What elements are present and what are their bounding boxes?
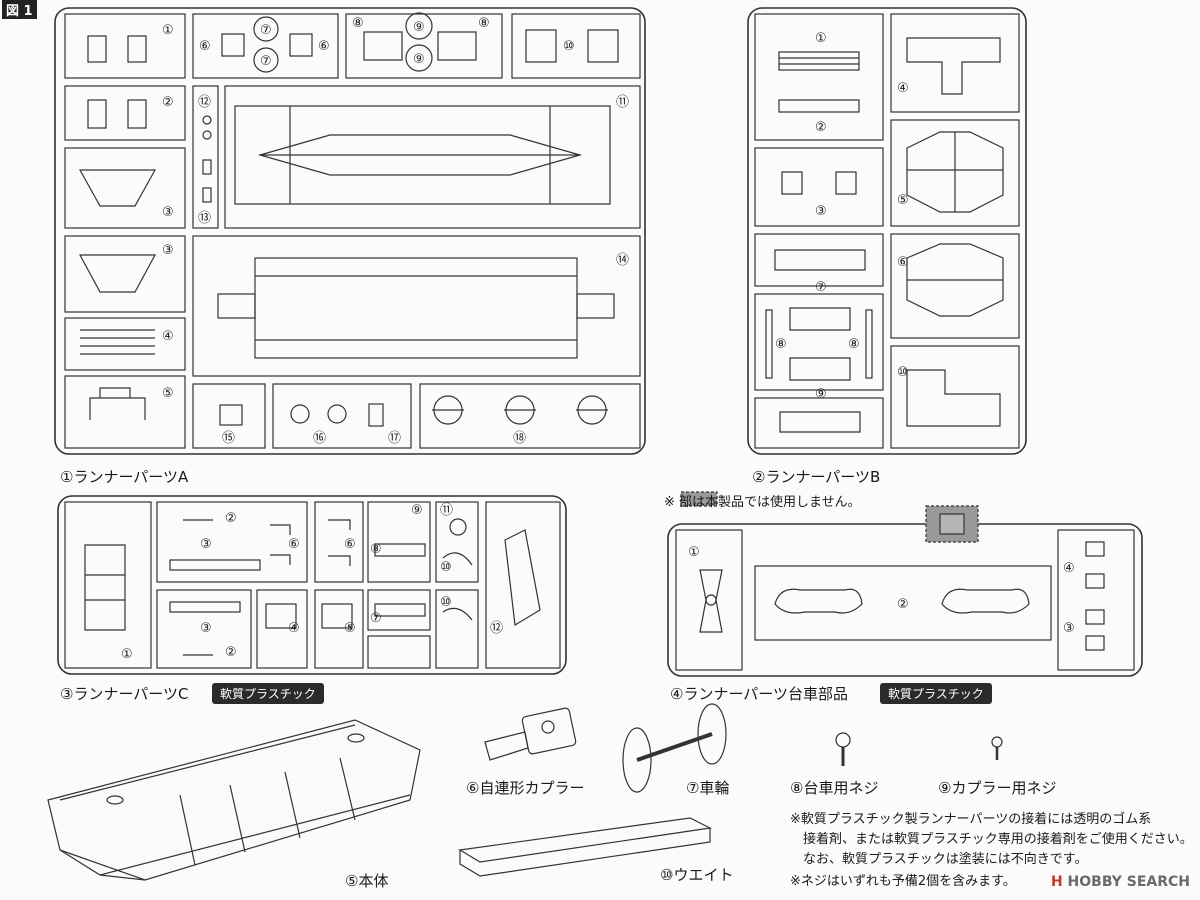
watermark: H HOBBY SEARCH: [1051, 874, 1190, 890]
num-c10-t: ⑩: [440, 560, 452, 575]
runner-a: [54, 7, 646, 455]
body-label: ⑤本体: [345, 872, 389, 890]
num-c3-t: ③: [200, 537, 212, 552]
num-c2-b: ②: [225, 645, 237, 660]
body-part: [47, 719, 421, 881]
num-d4: ④: [1063, 561, 1075, 576]
part-numbers: ① ⑥ ⑥ ⑦ ⑦ ⑧ ⑧ ⑨ ⑨ ⑩ ② ③ ③ ④ ⑤ ⑫ ⑬ ⑪ ⑭ ⑮ …: [121, 16, 1075, 662]
num-c6-l: ⑥: [288, 537, 300, 552]
num-c12: ⑫: [490, 621, 503, 636]
num-b9: ⑨: [815, 387, 827, 402]
num-a8-r: ⑧: [478, 16, 490, 31]
coupler-screw-label: ⑨カプラー用ネジ: [938, 779, 1057, 797]
num-c5: ⑤: [344, 621, 356, 636]
bogie-screw-part: [835, 732, 851, 766]
soft-plastic-badge-bogie: 軟質プラスチック: [880, 683, 992, 704]
unused-note: ※ 部は本製品では使用しません。: [664, 495, 861, 510]
num-a13: ⑬: [198, 211, 211, 226]
num-d1: ①: [688, 545, 700, 560]
coupler-screw-part: [991, 736, 1003, 760]
num-a17: ⑰: [388, 431, 401, 446]
wheel-part: [622, 703, 727, 793]
num-a16: ⑯: [313, 431, 326, 446]
num-b8-r: ⑧: [848, 337, 860, 352]
num-a14: ⑭: [616, 253, 629, 268]
num-a2: ②: [162, 95, 174, 110]
num-c2-t: ②: [225, 511, 237, 526]
num-b6: ⑥: [897, 255, 909, 270]
num-b4: ④: [897, 81, 909, 96]
num-b3: ③: [815, 204, 827, 219]
num-a7-b: ⑦: [260, 54, 272, 69]
num-b10: ⑩: [897, 365, 909, 380]
soft-plastic-badge-c: 軟質プラスチック: [212, 683, 324, 704]
num-c9: ⑨: [411, 503, 423, 518]
num-b8-l: ⑧: [775, 337, 787, 352]
num-b2: ②: [815, 120, 827, 135]
num-a15: ⑮: [222, 431, 235, 446]
screw-note: ※ネジはいずれも予備2個を含みます。: [790, 874, 1016, 889]
watermark-text: HOBBY SEARCH: [1067, 874, 1190, 890]
num-a6-r: ⑥: [318, 39, 330, 54]
num-a8-l: ⑧: [352, 16, 364, 31]
adhesive-note-2: 接着剤、または軟質プラスチック専用の接着剤をご使用ください。: [790, 832, 1193, 847]
num-a9-t: ⑨: [413, 20, 425, 35]
unused-swatch: [680, 491, 718, 507]
num-c6-r: ⑥: [344, 537, 356, 552]
num-a3-2: ③: [162, 243, 174, 258]
num-c8: ⑧: [370, 542, 382, 557]
num-a5: ⑤: [162, 386, 174, 401]
wheel-label: ⑦車輪: [686, 779, 730, 797]
adhesive-note-1: ※軟質プラスチック製ランナーパーツの接着には透明のゴム系: [790, 812, 1152, 827]
weight-part: [458, 817, 712, 877]
runner-bogie-label: ④ランナーパーツ台車部品: [670, 685, 848, 703]
runner-c-label: ③ランナーパーツC: [60, 685, 189, 703]
num-a1: ①: [162, 23, 174, 38]
num-c1: ①: [121, 647, 133, 662]
num-a12: ⑫: [198, 95, 211, 110]
num-a6-l: ⑥: [199, 39, 211, 54]
runner-b-label: ②ランナーパーツB: [752, 468, 881, 486]
watermark-logo: H: [1050, 874, 1063, 890]
num-c11: ⑪: [440, 503, 453, 518]
runner-a-label: ①ランナーパーツA: [60, 468, 189, 486]
num-c7: ⑦: [370, 611, 382, 626]
num-d3: ③: [1063, 621, 1075, 636]
runner-bogie: [667, 505, 1143, 677]
num-d2: ②: [897, 597, 909, 612]
num-b5: ⑤: [897, 193, 909, 208]
num-a3-1: ③: [162, 205, 174, 220]
adhesive-note-3: なお、軟質プラスチックは塗装には不向きです。: [790, 852, 1088, 867]
runner-c: [57, 495, 567, 675]
coupler-label: ⑥自連形カプラー: [466, 779, 585, 797]
num-b7: ⑦: [815, 280, 827, 295]
num-c4: ④: [288, 621, 300, 636]
num-a11: ⑪: [616, 95, 629, 110]
num-c10-b: ⑩: [440, 595, 452, 610]
num-a7-t: ⑦: [260, 23, 272, 38]
runner-b: [747, 7, 1027, 455]
num-a18: ⑱: [513, 431, 526, 446]
coupler-part: [484, 707, 577, 761]
num-a10: ⑩: [563, 39, 575, 54]
num-b1: ①: [815, 31, 827, 46]
num-a4: ④: [162, 329, 174, 344]
figure-label: 図 1: [2, 0, 37, 19]
weight-label: ⑩ウエイト: [660, 866, 734, 884]
num-a9-b: ⑨: [413, 52, 425, 67]
bogie-screw-label: ⑧台車用ネジ: [790, 779, 879, 797]
num-c3-b: ③: [200, 621, 212, 636]
